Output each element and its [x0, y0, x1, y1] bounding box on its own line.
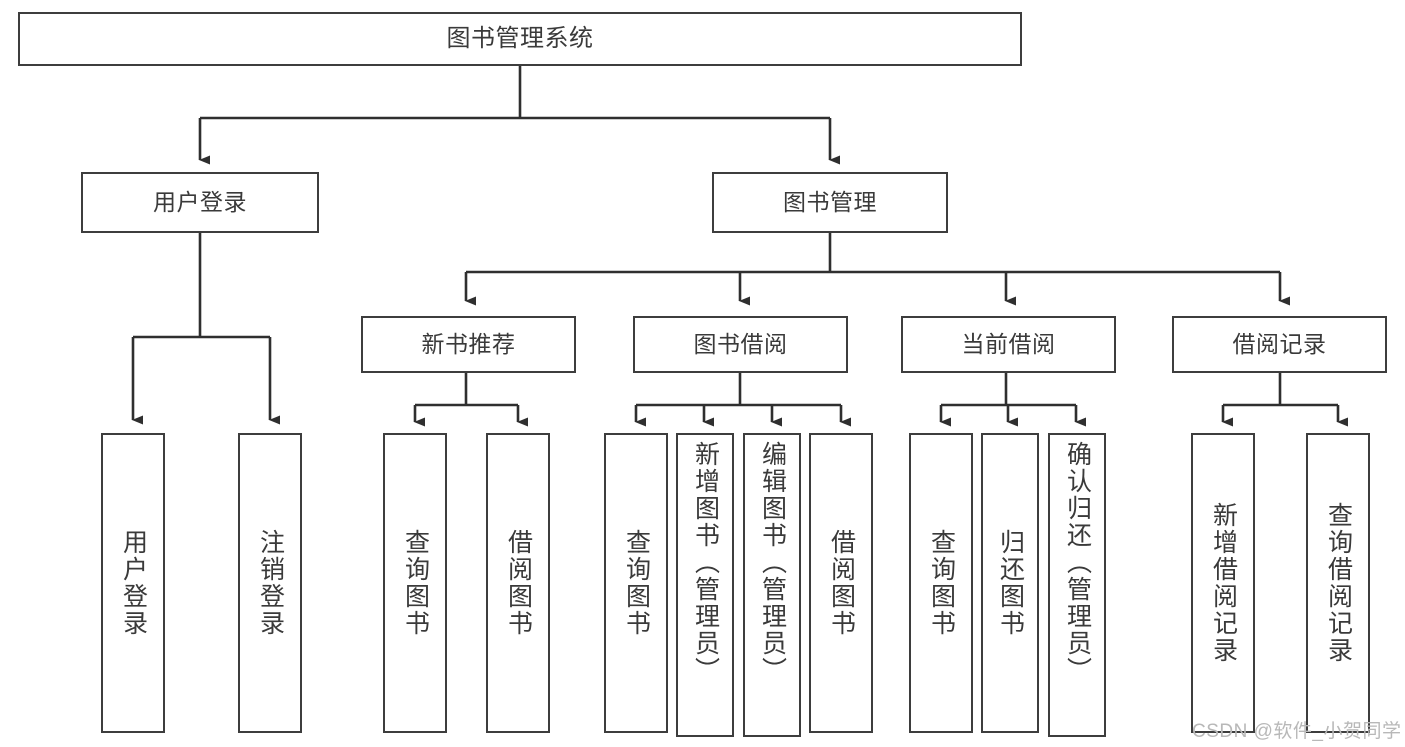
node-label-user-login: 用户登录	[153, 188, 247, 215]
node-leaf-query-book-3[interactable]: 查询图书	[909, 433, 973, 733]
node-label-book-borrow: 图书借阅	[693, 330, 788, 357]
node-leaf-add-book[interactable]: 新增图书（管理员）	[676, 433, 734, 737]
node-leaf-edit-book[interactable]: 编辑图书（管理员）	[743, 433, 801, 737]
node-book-borrow[interactable]: 图书借阅	[633, 316, 848, 373]
node-label-leaf-query-book-3: 查询图书	[927, 529, 956, 637]
node-leaf-return-book[interactable]: 归还图书	[981, 433, 1039, 733]
node-label-current-borrow: 当前借阅	[961, 330, 1056, 357]
node-label-book-admin: 图书管理	[783, 188, 877, 215]
node-label-leaf-return-book: 归还图书	[996, 529, 1025, 637]
node-borrow-record[interactable]: 借阅记录	[1172, 316, 1387, 373]
node-user-login[interactable]: 用户登录	[81, 172, 319, 233]
node-label-leaf-borrow-book-1: 借阅图书	[504, 529, 533, 637]
node-leaf-user-login[interactable]: 用户登录	[101, 433, 165, 733]
node-root-book-management-system[interactable]: 图书管理系统	[18, 12, 1022, 66]
node-label-root: 图书管理系统	[446, 24, 594, 52]
node-label-leaf-query-book-2: 查询图书	[622, 529, 651, 637]
node-book-admin[interactable]: 图书管理	[712, 172, 948, 233]
node-label-leaf-confirm-return: 确认归还（管理员）	[1063, 441, 1092, 684]
node-label-leaf-user-login: 用户登录	[119, 529, 148, 637]
csdn-watermark: CSDN @软件_小贺同学	[1192, 721, 1402, 742]
node-leaf-query-book-2[interactable]: 查询图书	[604, 433, 668, 733]
node-leaf-query-record[interactable]: 查询借阅记录	[1306, 433, 1370, 733]
node-label-borrow-record: 借阅记录	[1232, 330, 1327, 357]
node-label-leaf-query-book-1: 查询图书	[401, 529, 430, 637]
node-label-leaf-add-record: 新增借阅记录	[1209, 502, 1238, 664]
node-leaf-confirm-return[interactable]: 确认归还（管理员）	[1048, 433, 1106, 737]
node-label-leaf-query-record: 查询借阅记录	[1324, 502, 1353, 664]
node-current-borrow[interactable]: 当前借阅	[901, 316, 1116, 373]
node-label-leaf-borrow-book-2: 借阅图书	[827, 529, 856, 637]
node-label-leaf-edit-book: 编辑图书（管理员）	[758, 441, 787, 684]
node-leaf-query-book-1[interactable]: 查询图书	[383, 433, 447, 733]
node-leaf-logout-login[interactable]: 注销登录	[238, 433, 302, 733]
node-new-book-recommend[interactable]: 新书推荐	[361, 316, 576, 373]
node-leaf-add-record[interactable]: 新增借阅记录	[1191, 433, 1255, 733]
node-leaf-borrow-book-2[interactable]: 借阅图书	[809, 433, 873, 733]
node-label-new-book-recommend: 新书推荐	[421, 330, 516, 357]
node-leaf-borrow-book-1[interactable]: 借阅图书	[486, 433, 550, 733]
node-label-leaf-logout-login: 注销登录	[256, 529, 285, 637]
node-label-leaf-add-book: 新增图书（管理员）	[691, 441, 720, 684]
